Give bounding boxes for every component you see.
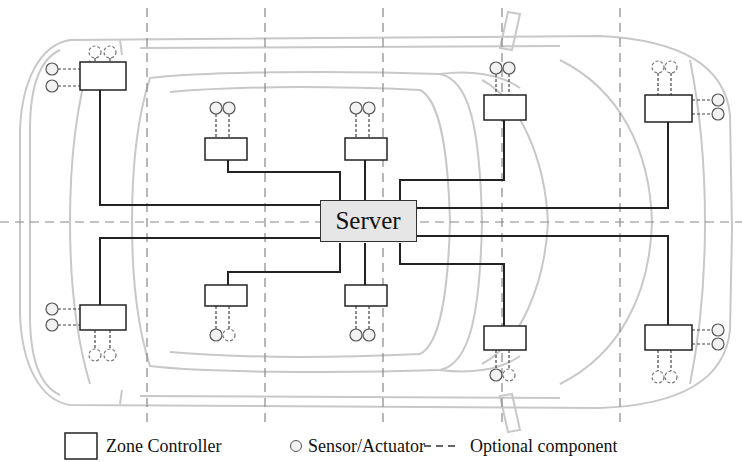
optional-line-sample	[424, 445, 460, 447]
legend-text: Optional component	[470, 436, 617, 457]
zone-controller-sample	[65, 433, 97, 459]
server-box: Server	[320, 200, 417, 242]
node-label: Server	[335, 207, 400, 235]
legend-text: Sensor/Actuator	[308, 436, 425, 457]
legend-text: Zone Controller	[106, 436, 221, 457]
sensor-sample	[291, 441, 302, 452]
